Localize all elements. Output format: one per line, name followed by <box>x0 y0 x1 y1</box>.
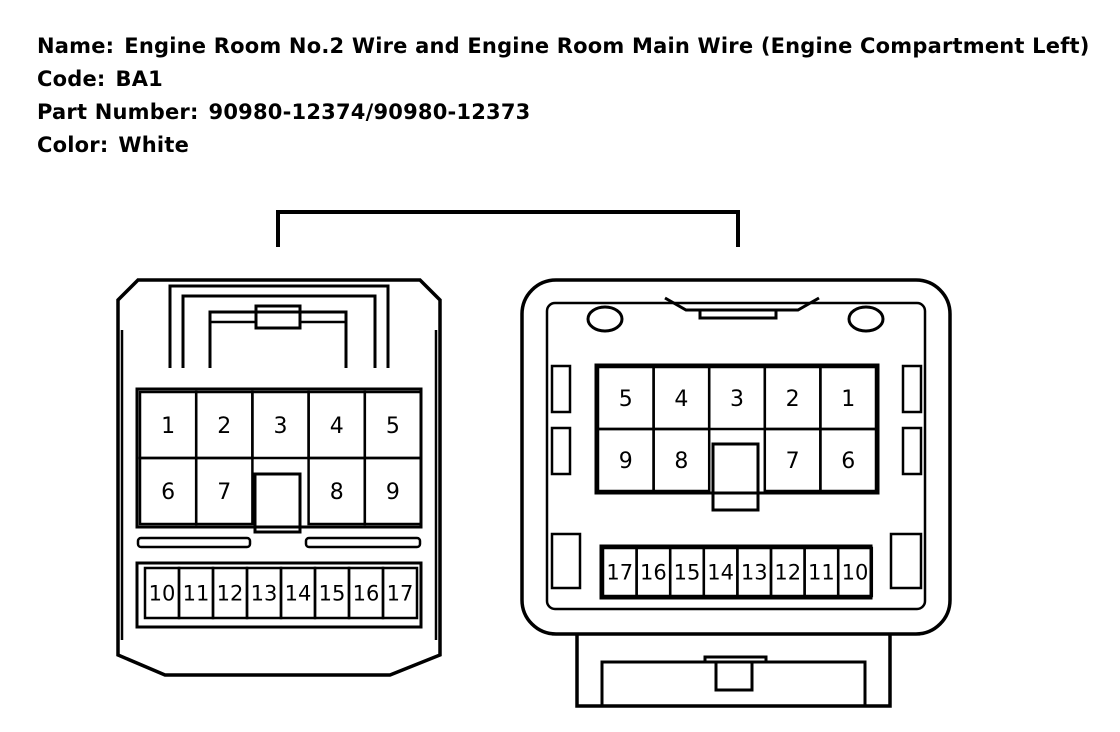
name-line: Name: Engine Room No.2 Wire and Engine Ro… <box>37 30 1090 63</box>
right-pin-number: 5 <box>619 387 633 412</box>
part-number-value: 90980-12374/90980-12373 <box>208 100 531 124</box>
left-lower-cavity-block <box>135 561 423 629</box>
right-side-slot-2 <box>550 426 572 476</box>
left-pin-number: 11 <box>183 582 210 606</box>
right-upper-key-slot <box>711 442 760 512</box>
left-divider-bar-right <box>304 536 422 549</box>
left-lock-tab <box>168 284 390 368</box>
right-connector <box>520 278 952 708</box>
right-hole-left <box>586 305 624 333</box>
left-pin-number: 8 <box>330 480 344 505</box>
right-pin-number: 17 <box>606 561 633 585</box>
right-pin-number: 10 <box>842 561 869 585</box>
right-upper-cavity-block <box>594 363 880 495</box>
left-pin-number: 2 <box>217 414 231 439</box>
mating-bracket <box>276 210 740 247</box>
color-value: White <box>118 133 190 157</box>
right-side-slot-4 <box>901 364 923 414</box>
right-side-slot-5 <box>901 426 923 476</box>
left-upper-key-slot <box>253 472 302 534</box>
name-value: Engine Room No.2 Wire and Engine Room Ma… <box>124 34 1090 58</box>
left-pin-number: 7 <box>217 480 231 505</box>
left-terminal-cavity <box>194 456 254 526</box>
right-pin-number: 16 <box>640 561 667 585</box>
right-side-slot-6 <box>889 532 923 590</box>
right-pin-number: 2 <box>786 387 800 412</box>
part-number-line: Part Number: 90980-12374/90980-12373 <box>37 96 1090 129</box>
right-pin-number: 3 <box>730 387 744 412</box>
left-pin-number: 17 <box>387 582 414 606</box>
left-pin-number: 13 <box>251 582 278 606</box>
left-terminal-cavity <box>363 456 423 526</box>
right-pin-number: 1 <box>841 387 855 412</box>
right-connector-inner-outline <box>545 301 927 611</box>
right-bottom-latch <box>600 655 867 706</box>
right-side-slot-1 <box>550 364 572 414</box>
right-pin-number: 6 <box>841 449 855 474</box>
left-pin-number: 10 <box>149 582 176 606</box>
code-value: BA1 <box>115 67 163 91</box>
right-pin-number: 15 <box>674 561 701 585</box>
code-line: Code: BA1 <box>37 63 1090 96</box>
left-connector <box>116 278 442 677</box>
left-pin-number: 9 <box>386 480 400 505</box>
left-pin-number: 16 <box>353 582 380 606</box>
connector-info: Name: Engine Room No.2 Wire and Engine Ro… <box>37 30 1090 162</box>
left-pin-number: 12 <box>217 582 244 606</box>
left-pin-number: 14 <box>285 582 312 606</box>
right-pin-number: 12 <box>774 561 801 585</box>
right-hole-right <box>847 305 885 333</box>
left-pin-number: 4 <box>330 414 344 439</box>
color-label: Color: <box>37 133 109 157</box>
right-pin-number: 9 <box>619 449 633 474</box>
left-pin-number: 15 <box>319 582 346 606</box>
right-bottom-skirt <box>575 634 892 708</box>
left-divider-bar-left <box>136 536 252 549</box>
left-pin-number: 3 <box>274 414 288 439</box>
right-terminal-cavity <box>819 427 878 493</box>
name-label: Name: <box>37 34 115 58</box>
right-side-slot-3 <box>550 532 582 590</box>
right-connector-housing <box>520 278 952 636</box>
right-top-notch <box>664 296 820 320</box>
part-number-label: Part Number: <box>37 100 199 124</box>
left-pin-number: 1 <box>161 414 175 439</box>
right-pin-number: 11 <box>808 561 835 585</box>
left-pin-number: 5 <box>386 414 400 439</box>
right-pin-number: 14 <box>707 561 734 585</box>
right-terminal-cavity <box>836 546 874 598</box>
right-pin-number: 13 <box>741 561 768 585</box>
code-label: Code: <box>37 67 106 91</box>
color-line: Color: White <box>37 129 1090 162</box>
left-connector-housing <box>116 278 442 677</box>
left-lock-nub <box>254 304 302 330</box>
left-connector-inner-outline <box>120 330 438 640</box>
right-pin-number: 4 <box>674 387 688 412</box>
left-pin-number: 6 <box>161 480 175 505</box>
right-pin-number: 7 <box>786 449 800 474</box>
right-terminal-cavity <box>652 427 711 493</box>
right-pin-number: 8 <box>674 449 688 474</box>
left-terminal-cavity <box>381 566 419 620</box>
